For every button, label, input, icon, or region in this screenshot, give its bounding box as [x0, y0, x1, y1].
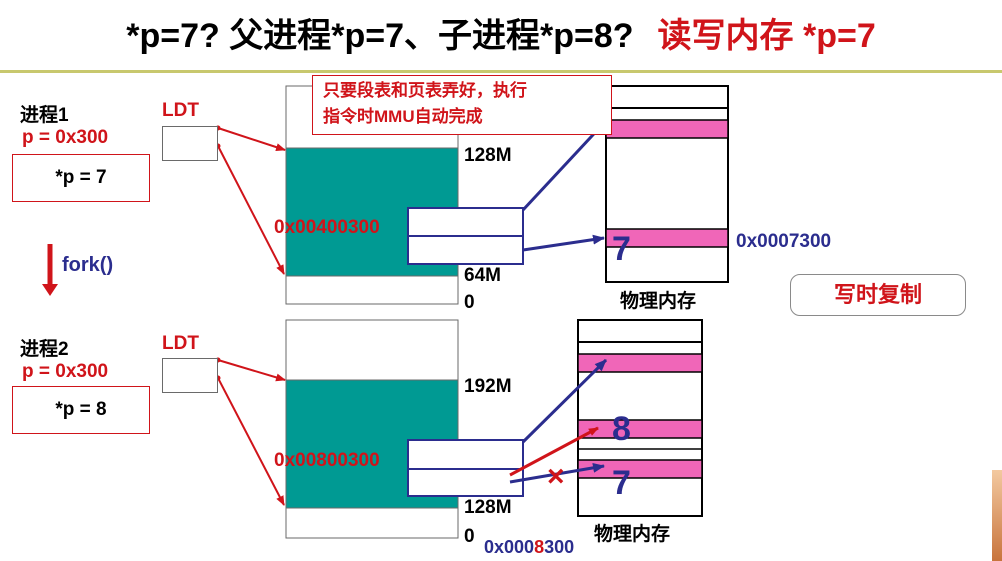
p1-linear-address: 0x00400300 — [274, 217, 380, 238]
callout-note: 只要段表和页表弄好，执行 指令时MMU自动完成 — [312, 75, 612, 135]
p2-ldt-label: LDT — [162, 333, 199, 354]
p2-page-frame-a — [577, 353, 703, 373]
page-title: *p=7? 父进程*p=7、子进程*p=8? 读写内存 *p=7 — [0, 8, 1002, 64]
p2-phys-address-highlight: 8 — [534, 537, 545, 557]
p2-page-frame-old — [577, 459, 703, 479]
title-main: *p=7? 父进程*p=7、子进程*p=8? — [126, 17, 634, 55]
fork-label: fork() — [62, 254, 114, 276]
p2-phys-address-suffix: 300 — [544, 537, 575, 557]
p1-phys-value: 7 — [612, 230, 631, 268]
title-divider — [0, 70, 1002, 73]
p1-page-frame-b — [605, 228, 729, 248]
edge-photo-fragment — [992, 470, 1002, 561]
p1-pointer: p = 0x300 — [22, 127, 109, 148]
p1-phys-label: 物理内存 — [620, 291, 697, 312]
p1-name: 进程1 — [20, 105, 69, 126]
p2-physical-memory — [577, 319, 703, 517]
p2-value-box: *p = 8 — [12, 386, 150, 434]
p2-phys-label: 物理内存 — [594, 524, 671, 545]
p2-name: 进程2 — [20, 339, 69, 360]
p1-mem-zero: 0 — [464, 292, 475, 313]
title-accent: 读写内存 *p=7 — [657, 17, 876, 55]
p1-mem-top: 128M — [464, 145, 512, 166]
p1-value-box: *p = 7 — [12, 154, 150, 202]
p2-linear-address: 0x00800300 — [274, 450, 380, 471]
p1-ldt-label: LDT — [162, 100, 199, 121]
p1-physical-memory — [605, 85, 729, 283]
p1-ldt-box — [162, 126, 218, 161]
p2-phys-value-old: 7 — [612, 464, 631, 502]
callout-line2: 指令时MMU自动完成 — [323, 107, 483, 126]
p2-pointer: p = 0x300 — [22, 361, 109, 382]
cross-mark-icon: × — [547, 460, 565, 493]
p2-mem-bottom: 128M — [464, 497, 512, 518]
p2-mem-zero: 0 — [464, 526, 475, 547]
copy-on-write-button[interactable]: 写时复制 — [790, 274, 966, 316]
p1-mem-bottom: 64M — [464, 265, 501, 286]
p2-page-frame-new — [577, 419, 703, 439]
p1-page-frame-a — [605, 119, 729, 139]
p2-phys-address-prefix: 0x000 — [484, 537, 535, 557]
p1-phys-address: 0x0007300 — [736, 231, 832, 252]
p2-mem-top: 192M — [464, 376, 512, 397]
p2-ldt-box — [162, 358, 218, 393]
p2-phys-value-new: 8 — [612, 410, 631, 448]
callout-line1: 只要段表和页表弄好，执行 — [323, 81, 527, 100]
p2-phys-address: 0x0008300 — [484, 537, 574, 558]
